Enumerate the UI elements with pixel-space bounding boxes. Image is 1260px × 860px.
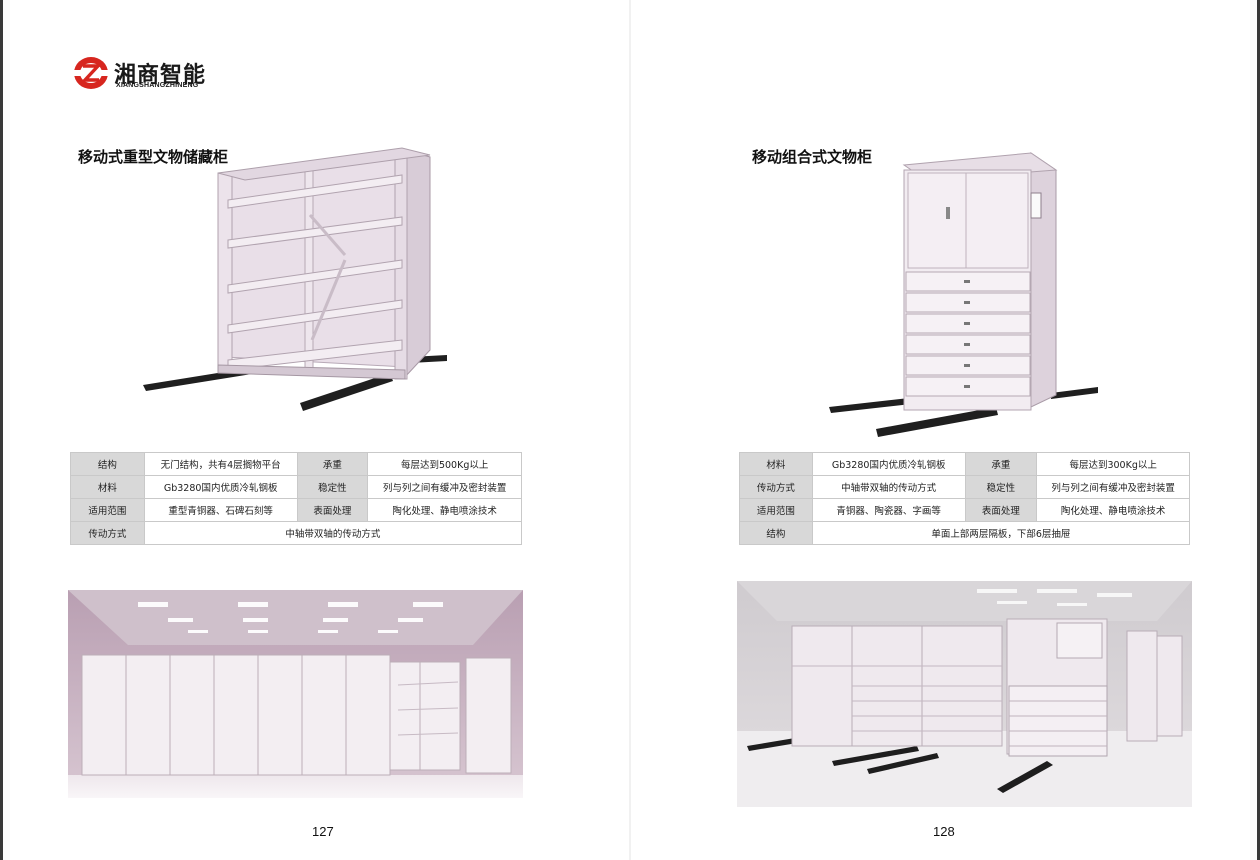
spec-value: Gb3280国内优质冷轧钢板 xyxy=(811,452,966,476)
table-row: 适用范围 重型青铜器、石碑石刻等 表面处理 陶化处理、静电喷涂技术 xyxy=(70,498,522,522)
spec-value: 无门结构，共有4层搁物平台 xyxy=(143,452,298,476)
spec-value: Gb3280国内优质冷轧钢板 xyxy=(143,475,298,499)
spec-label: 传动方式 xyxy=(739,475,813,499)
right-spec-table: 材料 Gb3280国内优质冷轧钢板 承重 每层达到300Kg以上 传动方式 中轴… xyxy=(739,452,1191,545)
table-row: 材料 Gb3280国内优质冷轧钢板 稳定性 列与列之间有缓冲及密封装置 xyxy=(70,475,522,499)
page-number-left: 127 xyxy=(312,824,334,839)
combination-cabinet-image xyxy=(829,152,1098,437)
spec-value: 列与列之间有缓冲及密封装置 xyxy=(1036,475,1190,499)
spec-label: 材料 xyxy=(70,475,145,499)
left-product-title: 移动式重型文物储藏柜 xyxy=(78,148,229,166)
table-row: 适用范围 青铜器、陶瓷器、字画等 表面处理 陶化处理、静电喷涂技术 xyxy=(739,498,1190,522)
spec-label: 结构 xyxy=(70,452,145,476)
spec-label: 适用范围 xyxy=(739,498,813,522)
heavy-shelving-cabinet-image xyxy=(143,147,447,411)
spec-value: 重型青铜器、石碑石刻等 xyxy=(143,498,298,522)
spec-label: 承重 xyxy=(964,452,1038,476)
spec-value: 单面上部两层隔板，下部6层抽屉 xyxy=(811,521,1191,545)
brand-name-cn: 湘商智能 xyxy=(114,63,207,88)
brand-logo: 湘商智能 XIANGSHANGZHINENG xyxy=(72,55,212,93)
right-product-title: 移动组合式文物柜 xyxy=(752,148,873,166)
spec-label: 表面处理 xyxy=(296,498,369,522)
spec-value: 陶化处理、静电喷涂技术 xyxy=(367,498,522,522)
spec-value: 每层达到500Kg以上 xyxy=(367,452,522,476)
page-number-right: 128 xyxy=(933,824,955,839)
spec-value: 青铜器、陶瓷器、字画等 xyxy=(811,498,966,522)
table-row: 材料 Gb3280国内优质冷轧钢板 承重 每层达到300Kg以上 xyxy=(739,452,1190,476)
spec-value: 中轴带双轴的传动方式 xyxy=(811,475,966,499)
page-edge-right xyxy=(1257,0,1260,860)
spec-label: 稳定性 xyxy=(964,475,1038,499)
spec-label: 材料 xyxy=(739,452,813,476)
spec-label: 稳定性 xyxy=(296,475,369,499)
brand-name-en: XIANGSHANGZHINENG xyxy=(116,82,199,89)
brand-mark-icon xyxy=(72,57,110,89)
spec-value: 每层达到300Kg以上 xyxy=(1036,452,1190,476)
spec-value: 列与列之间有缓冲及密封装置 xyxy=(367,475,522,499)
page-edge-left xyxy=(0,0,3,860)
spec-label: 承重 xyxy=(296,452,369,476)
table-row: 结构 无门结构，共有4层搁物平台 承重 每层达到500Kg以上 xyxy=(70,452,522,476)
spec-label: 适用范围 xyxy=(70,498,145,522)
left-storage-room-photo xyxy=(68,590,523,798)
table-row: 传动方式 中轴带双轴的传动方式 稳定性 列与列之间有缓冲及密封装置 xyxy=(739,475,1190,499)
spec-value: 陶化处理、静电喷涂技术 xyxy=(1036,498,1190,522)
table-row: 结构 单面上部两层隔板，下部6层抽屉 xyxy=(739,521,1191,545)
spec-label: 表面处理 xyxy=(964,498,1038,522)
right-storage-room-photo xyxy=(737,581,1192,807)
spread-gutter xyxy=(629,0,631,860)
left-spec-table: 结构 无门结构，共有4层搁物平台 承重 每层达到500Kg以上 材料 Gb328… xyxy=(70,452,523,545)
spec-label: 结构 xyxy=(739,521,813,545)
spec-label: 传动方式 xyxy=(70,521,145,545)
table-row: 传动方式 中轴带双轴的传动方式 xyxy=(70,521,523,545)
spec-value: 中轴带双轴的传动方式 xyxy=(143,521,523,545)
